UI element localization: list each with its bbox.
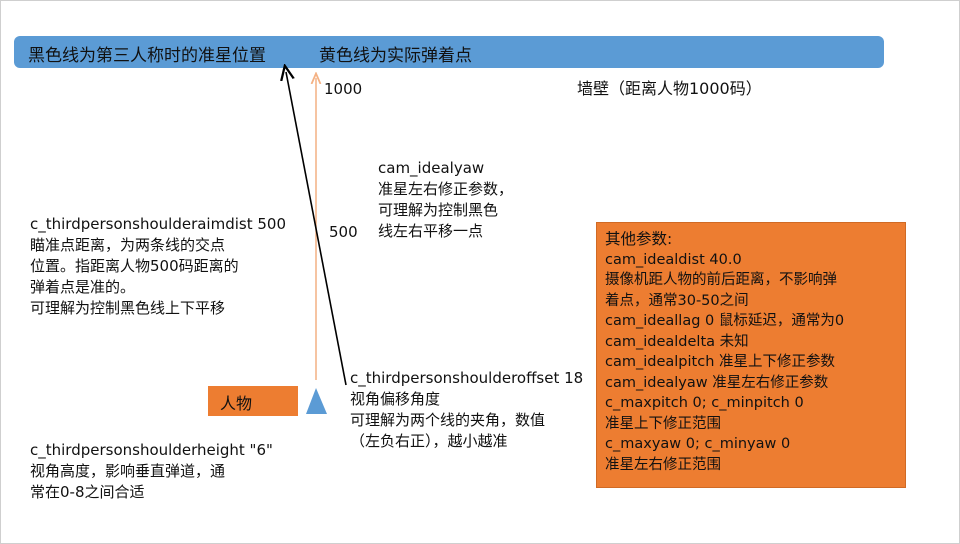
panel-line: 着点，通常30-50之间 xyxy=(605,292,749,309)
crosshair-line xyxy=(286,72,347,386)
wall-bar: 黑色线为第三人称时的准星位置 黄色线为实际弹着点 xyxy=(14,36,884,68)
note-line: 视角偏移角度 xyxy=(350,390,441,408)
note-line: c_thirdpersonshoulderaimdist 500 xyxy=(30,215,286,233)
panel-title: 其他参数: xyxy=(605,230,673,248)
note-line: 准星左右修正参数， xyxy=(378,180,514,198)
note-line: 弹着点是准的。 xyxy=(30,278,136,296)
person-label: 人物 xyxy=(220,394,253,413)
panel-line: 准星上下修正范围 xyxy=(605,415,721,432)
panel-line: 摄像机距人物的前后距离，不影响弹 xyxy=(605,272,837,288)
crosshair-line-caption: 黑色线为第三人称时的准星位置 xyxy=(28,46,266,66)
note-line: 瞄准点距离，为两条线的交点 xyxy=(30,236,226,254)
scale-label-500: 500 xyxy=(329,223,358,241)
scale-label-1000: 1000 xyxy=(324,80,363,98)
other-params-panel: 其他参数: cam_idealdist 40.0 摄像机距人物的前后距离，不影响… xyxy=(596,222,906,488)
aimdist-note: c_thirdpersonshoulderaimdist 500 瞄准点距离，为… xyxy=(30,214,286,319)
note-line: 可理解为控制黑色 xyxy=(378,201,499,219)
panel-line: cam_idealyaw 准星左右修正参数 xyxy=(605,374,829,391)
note-line: 位置。指距离人物500码距离的 xyxy=(30,257,239,275)
note-line: 视角高度，影响垂直弹道，通 xyxy=(30,462,226,480)
panel-line: c_maxpitch 0; c_minpitch 0 xyxy=(605,395,804,411)
offset-note: c_thirdpersonshoulderoffset 18 视角偏移角度 可理… xyxy=(350,368,583,452)
panel-line: 准星左右修正范围 xyxy=(605,456,721,473)
note-line: （左负右正），越小越准 xyxy=(350,432,508,450)
height-note: c_thirdpersonshoulderheight "6" 视角高度，影响垂… xyxy=(30,440,273,503)
note-line: 常在0-8之间合适 xyxy=(30,483,145,501)
note-line: c_thirdpersonshoulderheight "6" xyxy=(30,441,273,459)
person-box: 人物 xyxy=(208,386,298,416)
impact-line-caption: 黄色线为实际弹着点 xyxy=(319,46,472,66)
note-line: 可理解为控制黑色线上下平移 xyxy=(30,299,226,317)
panel-line: cam_idealdelta 未知 xyxy=(605,333,749,350)
note-line: 可理解为两个线的夹角，数值 xyxy=(350,411,546,429)
panel-line: cam_idealpitch 准星上下修正参数 xyxy=(605,354,835,370)
note-line: 线左右平移一点 xyxy=(378,222,484,240)
cam-idealyaw-note: cam_idealyaw 准星左右修正参数， 可理解为控制黑色 线左右平移一点 xyxy=(378,158,513,242)
note-line: cam_idealyaw xyxy=(378,159,485,177)
panel-line: cam_idealdist 40.0 xyxy=(605,251,742,268)
panel-line: cam_ideallag 0 鼠标延迟，通常为0 xyxy=(605,313,845,329)
panel-line: c_maxyaw 0; c_minyaw 0 xyxy=(605,436,791,452)
camera-triangle xyxy=(306,388,327,414)
note-line: c_thirdpersonshoulderoffset 18 xyxy=(350,369,584,387)
wall-label: 墙壁（距离人物1000码） xyxy=(577,79,762,98)
